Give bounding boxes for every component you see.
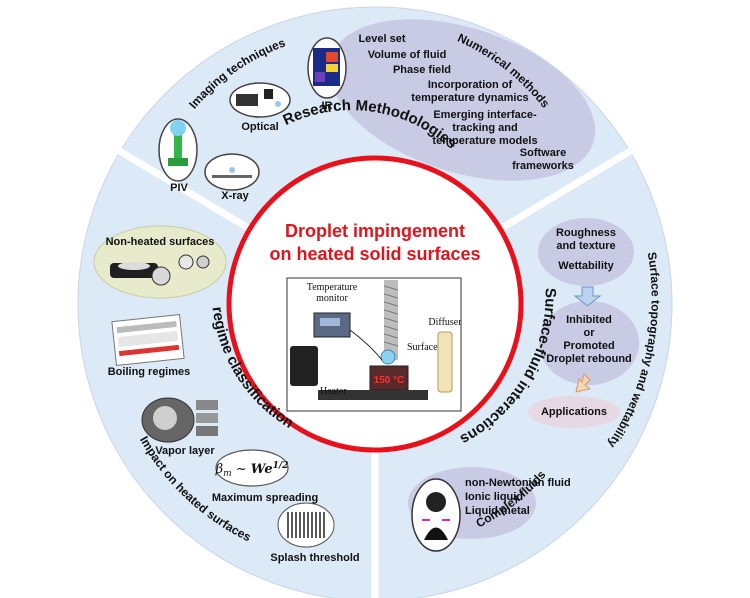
apparatus-diffuser-label: Diffuser (428, 317, 462, 328)
maximum-spreading-formula-box (215, 449, 289, 487)
center-title-line1: Droplet impingement (285, 221, 465, 241)
numerical-item-vof: Volume of fluid (367, 49, 447, 61)
regime-item-boiling: Boiling regimes (107, 366, 191, 378)
sfi-item-applications: Applications (540, 406, 607, 418)
piv-thumbnail (158, 118, 198, 182)
numerical-methods-ellipse (328, 19, 596, 181)
apparatus-figure (286, 277, 462, 412)
complex-fluid-ionic-liquid: Ionic liquid (465, 491, 524, 503)
rebound-ellipse (539, 301, 639, 385)
regime-item-splash: Splash threshold (270, 552, 360, 564)
regime-item-nonheated: Non-heated surfaces (105, 236, 215, 248)
ir-thumbnail (307, 37, 347, 99)
maximum-spreading-formula: βm ~ We1/2 (215, 461, 289, 479)
nonheated-surfaces-ellipse (93, 225, 227, 299)
sfi-item-wettability: Wettability (558, 260, 614, 272)
optical-thumbnail (229, 82, 291, 118)
center-title-line2: on heated solid surfaces (269, 244, 480, 264)
applications-ellipse (528, 396, 620, 428)
numerical-item-phase-field: Phase field (392, 64, 452, 76)
complex-fluid-liquid-metal: Liquid metal (465, 505, 530, 517)
arrow-down-icon (573, 286, 602, 307)
imaging-label-optical: Optical (241, 121, 279, 133)
imaging-label-piv: PIV (170, 182, 188, 194)
imaging-label-xray: X-ray (221, 190, 249, 202)
center-red-ring (226, 155, 524, 453)
splash-threshold-image (277, 502, 335, 548)
regime-item-max-spreading: Maximum spreading (211, 492, 319, 504)
boiling-regimes-image (111, 314, 185, 366)
numerical-item-level-set: Level set (358, 33, 406, 45)
complex-fluid-non-newtonian: non-Newtonian fluid (465, 477, 571, 489)
apparatus-heater-label: Heater (320, 386, 347, 397)
complex-fluid-droplet-image (411, 478, 461, 552)
imaging-label-ir: IR (321, 100, 333, 112)
apparatus-surface-label: Surface (407, 342, 438, 353)
vapor-layer-image (141, 397, 218, 443)
regime-item-vapor-layer: Vapor layer (155, 445, 215, 457)
roughness-ellipse (538, 218, 634, 286)
arrow-diagonal-icon (575, 373, 592, 393)
xray-thumbnail (204, 153, 260, 191)
apparatus-heater-temp-label: 150 °C (374, 375, 405, 386)
nonheated-images (110, 254, 210, 286)
